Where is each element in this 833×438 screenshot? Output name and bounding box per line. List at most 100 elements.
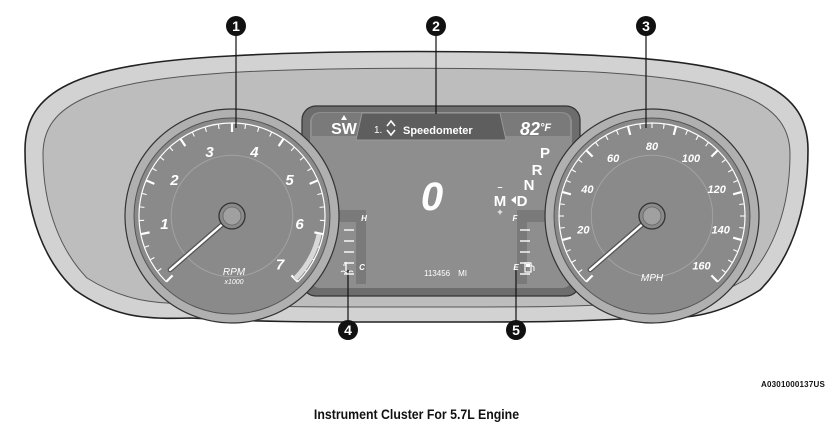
tach-minor-tick	[257, 126, 260, 132]
tach-minor-tick	[269, 131, 273, 137]
speedo-minor-tick	[727, 169, 733, 173]
tach-inner-ring	[170, 154, 294, 278]
tach-major-tick	[165, 274, 174, 283]
tach-numeral: 4	[249, 144, 259, 161]
speedo-minor-tick	[721, 158, 727, 163]
menu-up-down-arrows-icon	[386, 119, 396, 137]
speedo-numeral: 100	[682, 153, 701, 165]
coolant-gauge-scale	[338, 210, 366, 284]
tach-major-tick	[145, 179, 155, 185]
manual-shift-arrow-icon	[511, 196, 516, 204]
manual-plus: +	[497, 207, 502, 217]
speedo-minor-tick	[739, 226, 745, 229]
menu-title-tab	[355, 112, 507, 141]
speedo-numeral: 140	[711, 225, 730, 237]
tach-minor-tick	[204, 126, 207, 132]
speedo-major-tick	[710, 149, 719, 158]
speedo-major-tick	[561, 190, 572, 196]
callout-number: 2	[432, 18, 440, 34]
figure-caption: Instrument Cluster For 5.7L Engine	[313, 406, 520, 422]
digital-speed-value: 0	[421, 175, 443, 219]
tach-major-tick	[277, 138, 285, 147]
tach-minor-tick	[151, 167, 157, 172]
speedo-minor-tick	[594, 141, 599, 147]
fuel-gauge-scale	[517, 210, 545, 284]
callout-number: 5	[512, 322, 520, 338]
tach-redline-band	[293, 233, 322, 281]
speedo-minor-tick	[662, 123, 665, 129]
tach-major-tick	[140, 231, 150, 236]
speedo-numeral: 80	[646, 141, 659, 153]
tach-numeral: 6	[295, 216, 304, 233]
speedo-minor-tick	[565, 179, 571, 183]
figure-id: A0301000137US	[761, 380, 825, 389]
callout-marker	[338, 320, 358, 340]
speedo-minor-tick	[721, 269, 727, 274]
tach-minor-tick	[191, 131, 195, 137]
outside-temperature: 82°F	[520, 119, 551, 139]
speedo-hub-cap	[642, 206, 662, 226]
speedo-major-tick	[732, 236, 743, 242]
speedo-minor-tick	[565, 249, 571, 253]
speedo-minor-tick	[571, 169, 577, 173]
speedo-numeral: 60	[607, 153, 620, 165]
speedo-minor-tick	[705, 141, 710, 147]
speedo-major-tick	[585, 274, 594, 283]
tach-minor-tick	[217, 123, 220, 130]
tach-minor-tick	[156, 267, 162, 272]
speedo-minor-tick	[571, 259, 577, 263]
callout-marker	[426, 16, 446, 36]
callout-marker	[636, 16, 656, 36]
speedo-minor-tick	[727, 259, 733, 263]
speedo-minor-tick	[639, 123, 642, 129]
tach-major-tick	[314, 231, 324, 236]
tach-major-tick	[309, 179, 319, 185]
menu-index: 1.	[374, 125, 382, 136]
manual-mode-letter: M	[494, 193, 507, 210]
speedo-needle	[588, 214, 654, 271]
speedo-minor-tick	[559, 203, 565, 206]
speedo-major-tick	[585, 149, 594, 158]
gear-letter: R	[532, 162, 543, 179]
center-display-screen	[310, 112, 572, 288]
callout-number: 1	[232, 18, 240, 34]
tach-minor-tick	[144, 245, 150, 248]
callout-number: 4	[344, 322, 352, 338]
speedo-major-tick	[626, 125, 632, 136]
speedo-minor-tick	[605, 135, 609, 141]
tach-multiplier-label: x1000	[223, 279, 243, 286]
speedo-major-tick	[561, 236, 572, 242]
speedo-minor-tick	[577, 158, 583, 163]
speedo-minor-tick	[559, 226, 565, 229]
speedo-unit-label: MPH	[641, 273, 664, 284]
tach-minor-tick	[141, 192, 147, 196]
callout-marker	[506, 320, 526, 340]
speedo-numeral: 40	[580, 184, 594, 196]
speedo-minor-tick	[733, 179, 739, 183]
tach-minor-tick	[307, 167, 313, 172]
speedo-numeral: 160	[692, 260, 711, 272]
tach-numeral: 2	[169, 172, 179, 189]
tach-numeral: 3	[205, 144, 214, 161]
sw-indicator-arrow-icon	[341, 115, 347, 120]
coolant-hot-label: H	[361, 214, 367, 223]
tach-minor-tick	[159, 156, 165, 161]
tach-minor-tick	[169, 146, 174, 152]
speedo-minor-tick	[733, 249, 739, 253]
callout-marker	[226, 16, 246, 36]
speedo-major-tick	[710, 274, 719, 283]
tach-minor-tick	[149, 256, 155, 261]
speedo-major-tick	[672, 125, 678, 136]
speedo-minor-tick	[577, 269, 583, 274]
fuel-empty-label: E	[513, 263, 519, 272]
speedo-minor-tick	[615, 129, 619, 135]
menu-title: Speedometer	[403, 125, 473, 137]
tach-minor-tick	[299, 156, 305, 161]
fuel-full-label: F	[513, 214, 519, 223]
speedo-numeral: 20	[576, 225, 590, 237]
gear-letter: D	[517, 193, 528, 210]
